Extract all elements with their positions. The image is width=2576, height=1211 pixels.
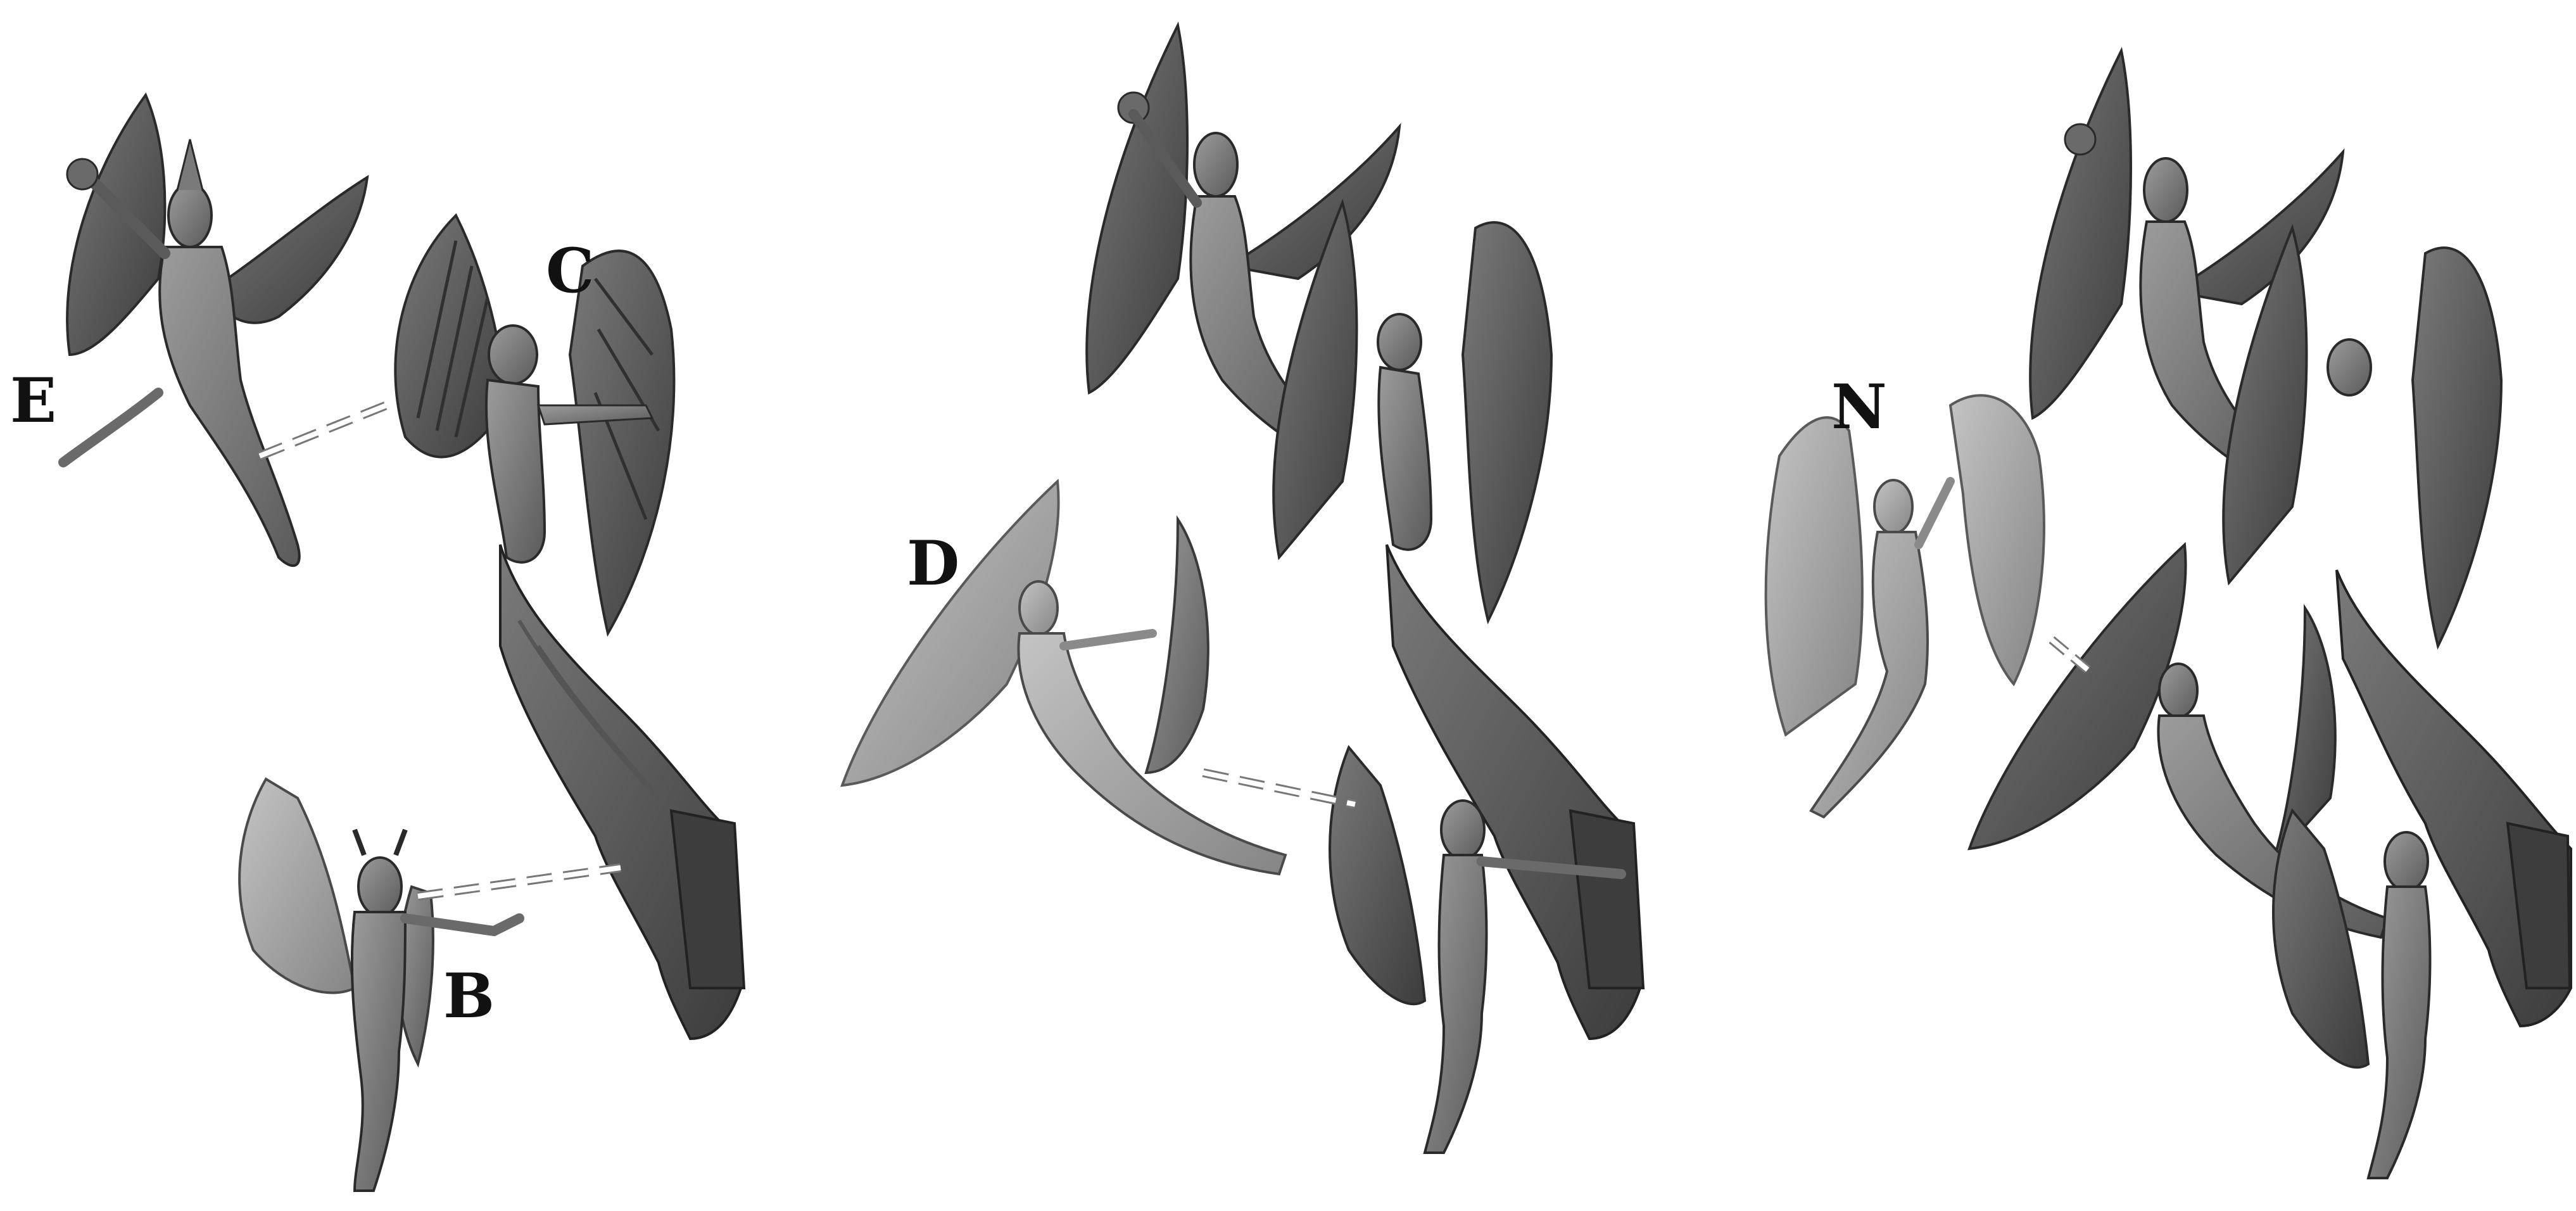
panel-final-assembly — [1766, 51, 2571, 1178]
part-label-c: C — [546, 241, 594, 301]
panel-partial-assembly — [842, 25, 1643, 1153]
part-label-n: N — [1831, 377, 1887, 438]
part-n-figure — [1766, 395, 2044, 817]
part-label-d: D — [907, 533, 959, 594]
part-label-e: E — [10, 371, 56, 431]
connector-b-to-c — [418, 868, 621, 896]
panel-exploded-view — [63, 95, 744, 1191]
part-label-b: B — [443, 966, 495, 1027]
part-c-figure — [395, 215, 744, 1039]
part-e-figure — [63, 95, 367, 566]
